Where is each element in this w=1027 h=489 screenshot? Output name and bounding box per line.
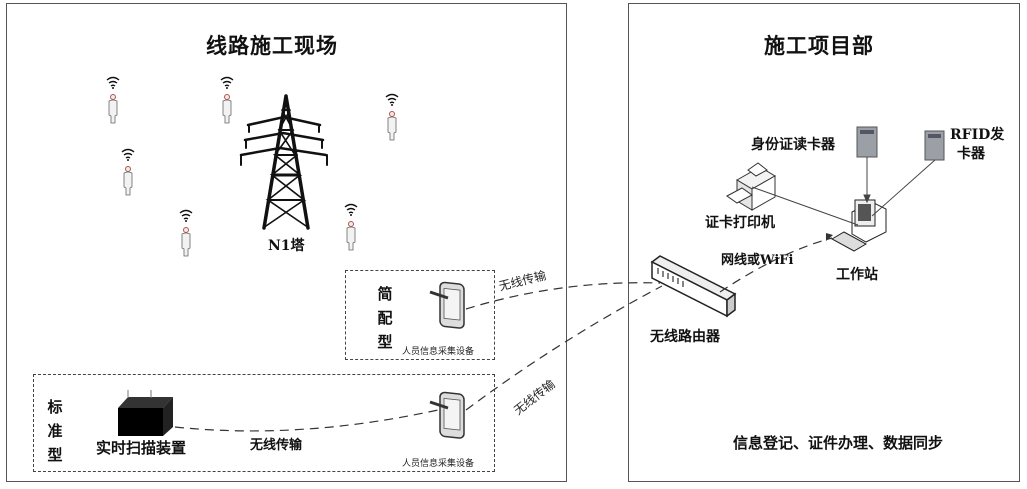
person-icon xyxy=(108,94,118,124)
person-icon xyxy=(181,227,191,257)
rfid-label-line1: RFID发 xyxy=(950,127,1005,143)
simple-device-caption: 人员信息采集设备 xyxy=(402,347,475,357)
scanner-label: 实时扫描装置 xyxy=(96,439,187,457)
scanner-link-label: 无线传输 xyxy=(250,438,303,453)
worker-with-wifi xyxy=(383,92,401,148)
worker-with-wifi xyxy=(218,75,236,131)
footer-caption: 信息登记、证件办理、数据同步 xyxy=(733,434,944,452)
rfid-label-line2: 卡器 xyxy=(957,146,985,162)
worker-with-wifi xyxy=(119,147,137,203)
project-department-title: 施工项目部 xyxy=(764,33,874,58)
person-icon xyxy=(346,221,356,251)
worker-with-wifi xyxy=(342,202,360,258)
wifi-icon xyxy=(344,203,358,214)
wifi-icon xyxy=(106,76,120,87)
workstation-label: 工作站 xyxy=(836,267,878,283)
printer-label: 证卡打印机 xyxy=(705,215,775,231)
standard-device-caption: 人员信息采集设备 xyxy=(402,459,475,469)
router-workstation-link-label: 网线或WiFi xyxy=(721,253,794,268)
project-department-panel xyxy=(628,3,1020,482)
wifi-icon xyxy=(121,148,135,159)
person-icon xyxy=(387,111,397,141)
standard-type-box xyxy=(33,374,495,472)
wifi-icon xyxy=(385,93,399,104)
construction-site-title: 线路施工现场 xyxy=(206,33,338,58)
wifi-icon xyxy=(220,76,234,87)
standard-type-label: 标准型 xyxy=(47,398,63,464)
simple-type-label: 简配型 xyxy=(377,285,393,351)
tower-label: N1塔 xyxy=(268,238,305,254)
wifi-icon xyxy=(179,209,193,220)
worker-with-wifi xyxy=(177,208,195,264)
person-icon xyxy=(222,94,232,124)
person-icon xyxy=(123,166,133,196)
id-reader-label: 身份证读卡器 xyxy=(751,137,835,153)
worker-with-wifi xyxy=(104,75,122,131)
router-label: 无线路由器 xyxy=(650,329,720,345)
